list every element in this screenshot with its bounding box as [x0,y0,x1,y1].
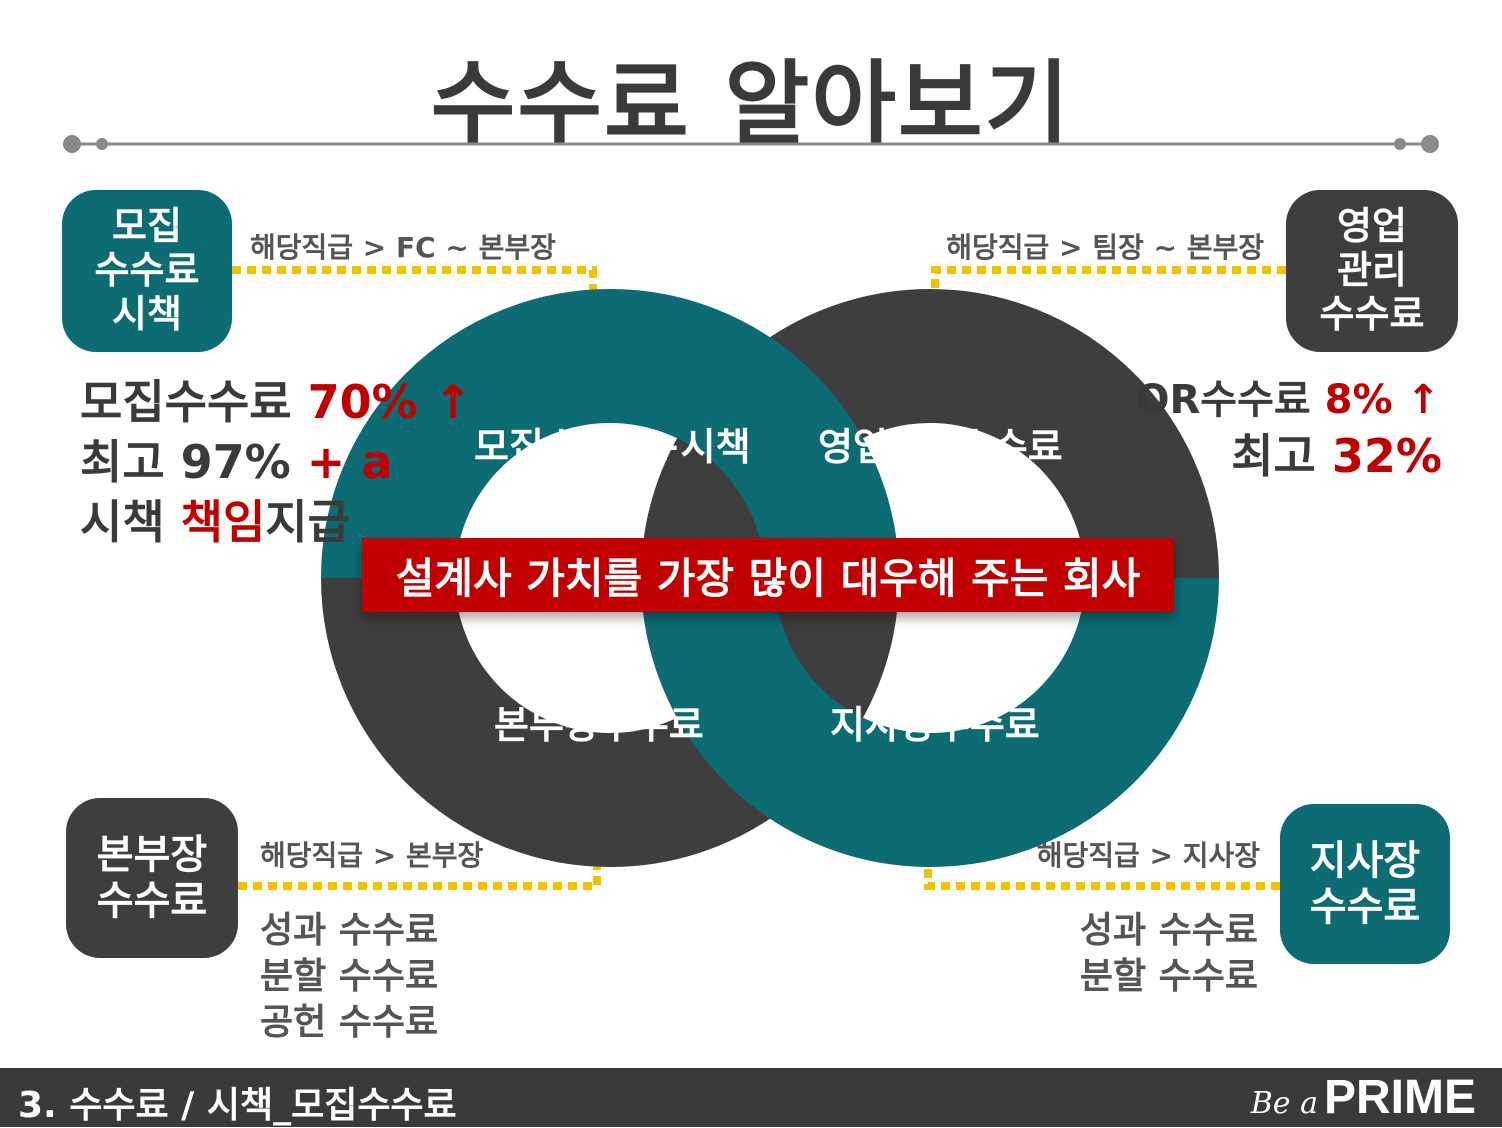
branch-detail-list: 성과 수수료 분할 수수료 [1080,908,1258,1000]
branch-level-label: 해당직급 > 지사장 [1036,839,1260,872]
sales-line-2-text: 최고 [1231,429,1332,483]
sales-line-1-text: OR수수료 [1135,377,1325,423]
division-box-line-2: 수수료 [96,878,208,924]
division-level-label: 해당직급 > 본부장 [260,839,484,872]
recruit-level-label: 해당직급 > FC ~ 본부장 [250,231,556,264]
slogan-banner: 설계사 가치를 가장 많이 대우해 주는 회사 [362,538,1174,612]
sales-management-box: 영업 관리 수수료 [1286,190,1458,352]
recruit-line-3-highlight: 책임 [180,495,266,549]
division-detail-item: 성과 수수료 [260,910,439,951]
sales-box-line-1: 영업 [1337,204,1407,249]
division-detail-item: 공헌 수수료 [260,1002,439,1043]
recruit-line-2-highlight: + a [306,435,393,489]
ring-label-recruit: 모집수수료+시책 [474,425,751,469]
ring-left-top [321,289,899,580]
sales-level-label: 해당직급 > 팀장 ~ 본부장 [946,231,1264,264]
recruit-line-3-text-b: 지급 [265,495,350,549]
recruit-box-line-2: 수수료 [94,248,200,293]
sales-detail-line-2: 최고 32% [1231,428,1442,484]
sales-line-2-highlight: 32% [1331,429,1442,483]
ring-label-branch: 지사장수수료 [830,703,1040,747]
ring-label-sales: 영업관리수수료 [818,425,1063,469]
branch-head-box: 지사장 수수료 [1280,804,1450,964]
recruit-line-3-text-a: 시책 [80,495,181,549]
brand-bold-text: PRIME [1323,1071,1476,1124]
interlocking-rings [321,289,1219,867]
recruit-commission-box: 모집 수수료 시책 [62,190,232,352]
ring-right-bottom [641,576,1219,867]
division-box-line-1: 본부장 [96,832,208,878]
division-head-box: 본부장 수수료 [66,798,238,958]
recruit-box-line-1: 모집 [112,204,182,249]
branch-detail-item: 성과 수수료 [1079,910,1258,951]
division-detail-item: 분할 수수료 [260,956,439,997]
footer-section-title: 3. 수수료 / 시책_모집수수료 [18,1085,457,1126]
title-divider [63,135,1439,153]
division-detail-list: 성과 수수료 분할 수수료 공헌 수수료 [260,908,438,1046]
recruit-line-2-text: 최고 97% [80,435,307,489]
recruit-detail-line-2: 최고 97% + a [80,434,392,490]
branch-box-line-1: 지사장 [1309,838,1421,884]
ring-label-division: 본부장수수료 [494,703,704,747]
branch-detail-item: 분할 수수료 [1079,956,1258,997]
recruit-detail-line-3: 시책 책임지급 [80,494,350,550]
recruit-box-line-3: 시책 [112,291,182,336]
branch-box-line-2: 수수료 [1309,884,1421,930]
sales-box-line-2: 관리 [1337,248,1407,293]
recruit-detail-line-1: 모집수수료 70% ↑ [80,374,472,430]
sales-box-line-3: 수수료 [1319,291,1425,336]
brand-script-text: Be a [1250,1086,1318,1121]
page-title: 수수료 알아보기 [430,51,1072,158]
sales-detail-line-1: OR수수료 8% ↑ [1136,372,1441,428]
sales-line-1-highlight: 8% ↑ [1324,377,1440,423]
recruit-line-1-highlight: 70% ↑ [307,375,473,429]
connector-recruit [232,266,597,355]
recruit-line-1-text: 모집수수료 [80,375,308,429]
